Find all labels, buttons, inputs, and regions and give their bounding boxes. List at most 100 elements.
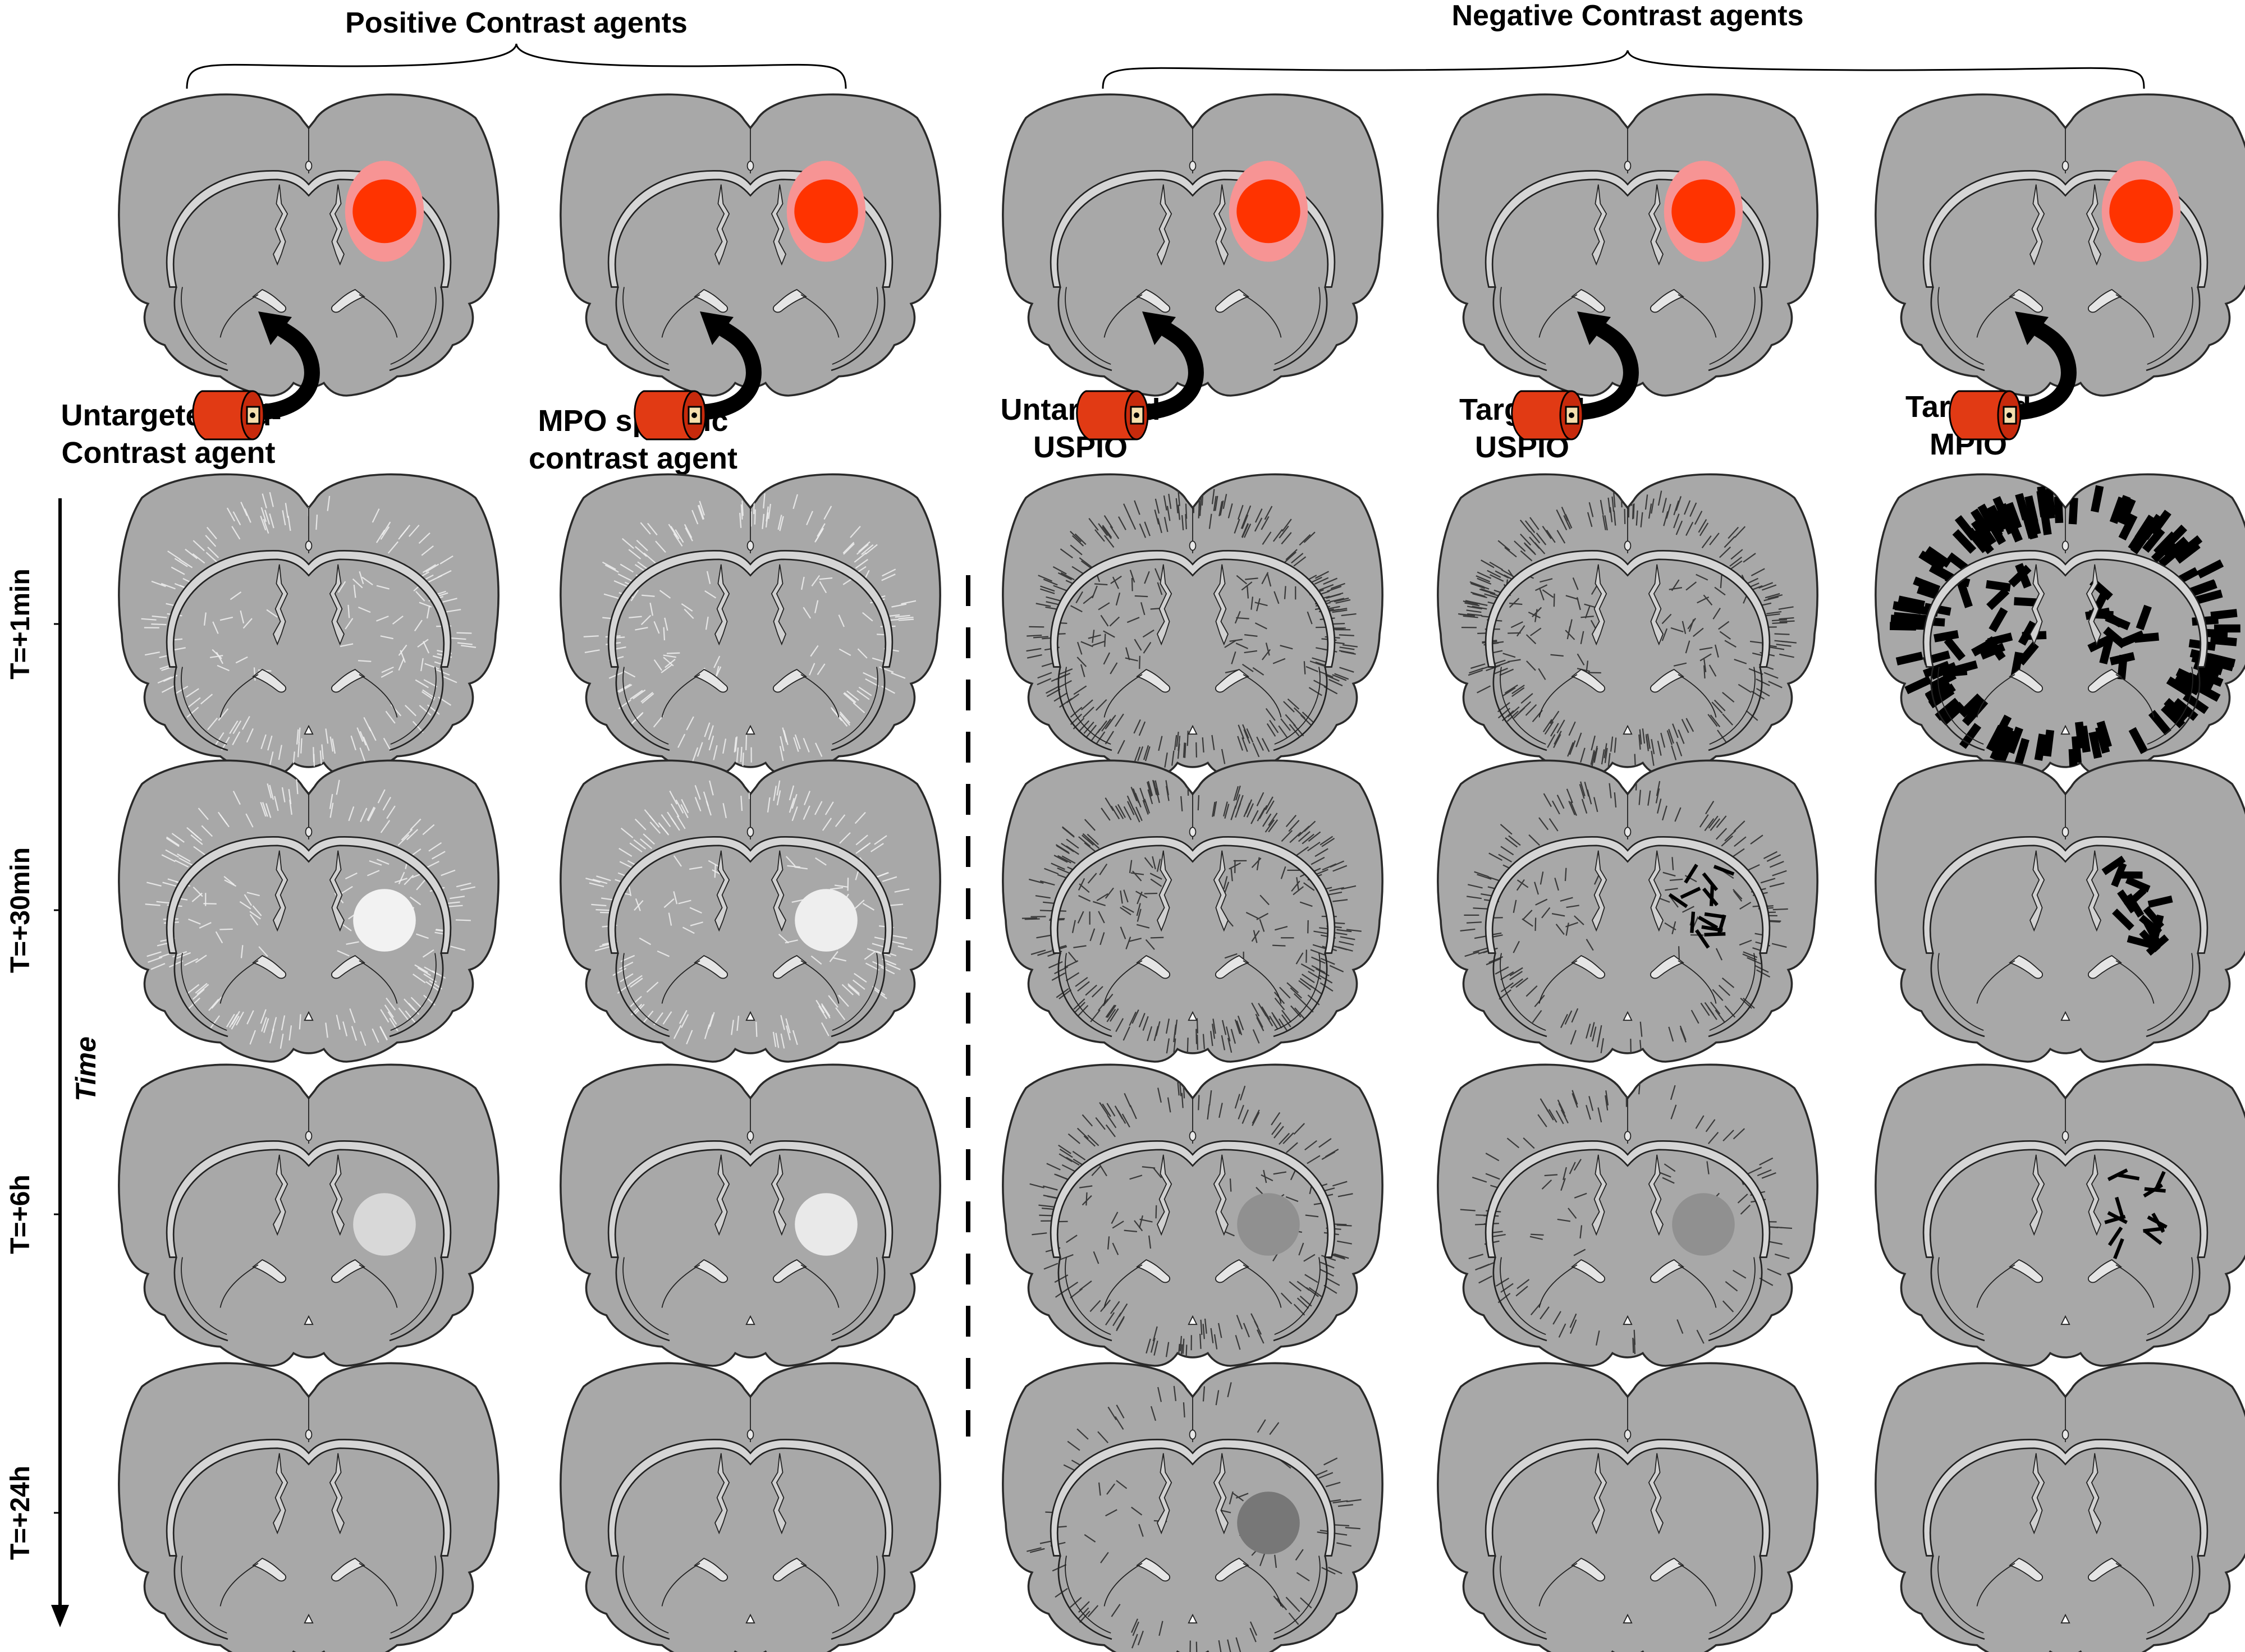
brain-structures (1050, 127, 1336, 371)
brain-grid (118, 93, 2245, 1652)
brain-structures (1050, 507, 1336, 751)
brain-outline (118, 1362, 500, 1652)
agent-label-line2: contrast agent (529, 442, 737, 475)
brain-outline (560, 1362, 941, 1652)
time-point-label-1: T=+1min (6, 568, 35, 679)
brain-structures (1485, 507, 1771, 751)
syringe-icon (192, 311, 320, 440)
brain-col3-time1 (1002, 473, 1383, 777)
brain-col1-time3 (118, 1063, 500, 1367)
brain-structures (607, 507, 894, 751)
agent-label-line2: Contrast agent (61, 436, 275, 470)
hypointense-spot (1237, 1193, 1300, 1256)
contrast-texture (1021, 779, 1362, 1054)
brain-initial-col5 (1875, 93, 2245, 397)
brain-structures (607, 793, 894, 1038)
negative-group-brace (1102, 50, 2145, 89)
enhancement-spot (795, 1193, 858, 1256)
time-point-label-2: T=+30min (6, 847, 35, 973)
enhancement-spot (353, 1193, 416, 1256)
brain-structures (1922, 127, 2209, 371)
brain-col5-time3 (1875, 1063, 2245, 1367)
brain-outline (1875, 1063, 2245, 1367)
positive-group-title: Positive Contrast agents (345, 7, 688, 39)
brain-structures (166, 1396, 452, 1640)
brain-col4-time4 (1437, 1362, 1818, 1652)
brain-structures (607, 1098, 894, 1342)
brain-outline (118, 759, 500, 1063)
brain-outline (560, 759, 941, 1063)
brain-outline (1437, 1362, 1818, 1652)
brain-structures (1485, 1098, 1771, 1342)
contrast-texture (1029, 1080, 1353, 1360)
lesion-particle-cluster (2104, 1168, 2168, 1260)
brain-structures (607, 127, 894, 371)
brain-structures (607, 1396, 894, 1640)
enhancement-spot (353, 889, 416, 952)
brain-structures (166, 127, 452, 371)
positive-group-brace (186, 43, 847, 89)
enhancement-spot (795, 889, 858, 952)
brain-col1-time2 (118, 759, 500, 1063)
brain-structures (1050, 793, 1336, 1038)
time-point-label-3: T=+6h (6, 1174, 35, 1254)
brain-col2-time3 (560, 1063, 941, 1367)
brain-col3-time3 (1002, 1063, 1383, 1367)
brain-structures (1485, 1396, 1771, 1640)
brain-col3-time2 (1002, 759, 1383, 1063)
brain-structures (166, 1098, 452, 1342)
brain-outline (560, 1063, 941, 1367)
brain-col4-time3 (1437, 1063, 1818, 1367)
syringe-icon (1076, 311, 1204, 440)
lesion-core (794, 179, 858, 244)
contrast-texture (1458, 490, 1797, 769)
lesion-core (1671, 179, 1735, 244)
lesion-core (1236, 179, 1300, 244)
brain-col4-time2 (1437, 759, 1818, 1063)
time-axis-arrowhead (51, 1605, 69, 1627)
brain-col5-time1 (1875, 473, 2245, 777)
brain-col4-time1 (1437, 473, 1818, 777)
brain-outline (1437, 759, 1818, 1063)
lesion-particle-cluster (1668, 864, 1735, 949)
brain-structures (166, 793, 452, 1038)
brain-structures (1922, 1396, 2209, 1640)
contrast-texture (145, 779, 476, 1049)
brain-col5-time2 (1875, 759, 2245, 1063)
time-axis-label: Time (70, 1036, 102, 1102)
brain-outline (1002, 1362, 1383, 1652)
brain-structures (1050, 1396, 1336, 1640)
hypointense-spot (1672, 1193, 1735, 1256)
brain-col1-time1 (118, 473, 500, 777)
brain-initial-col3 (1002, 93, 1383, 397)
time-point-label-4: T=+24h (6, 1466, 35, 1560)
brain-col2-time2 (560, 759, 941, 1063)
lesion-particle-cluster (2101, 855, 2173, 956)
brain-outline (1875, 1362, 2245, 1652)
lesion-core (352, 179, 416, 244)
brain-col5-time4 (1875, 1362, 2245, 1652)
syringe-icon (1949, 311, 2077, 440)
brain-outline (118, 1063, 500, 1367)
brain-structures (1485, 127, 1771, 371)
brain-col2-time1 (560, 473, 941, 777)
syringe-icon (1511, 311, 1639, 440)
brain-initial-col1 (118, 93, 500, 397)
brain-structures (1485, 793, 1771, 1038)
syringe-icon (634, 311, 762, 440)
brain-structures (1922, 793, 2209, 1038)
brain-outline (1437, 1063, 1818, 1367)
brain-structures (1922, 1098, 2209, 1342)
brain-col3-time4 (1002, 1362, 1383, 1652)
hypointense-spot (1237, 1492, 1300, 1554)
brain-structures (1050, 1098, 1336, 1342)
lesion-core (2109, 179, 2173, 244)
brain-col2-time4 (560, 1362, 941, 1652)
brain-col1-time4 (118, 1362, 500, 1652)
negative-group-title: Negative Contrast agents (1451, 0, 1803, 32)
brain-initial-col4 (1437, 93, 1818, 397)
brain-initial-col2 (560, 93, 941, 397)
brain-structures (166, 507, 452, 751)
brain-structures (1922, 507, 2209, 751)
